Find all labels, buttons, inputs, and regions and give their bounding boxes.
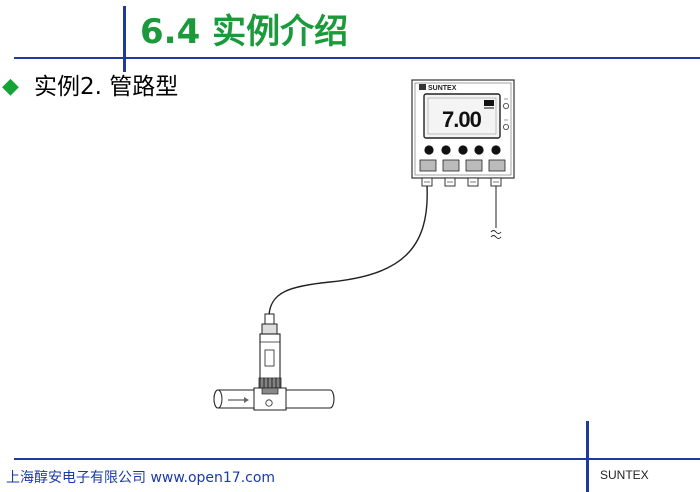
keypad-button-4[interactable] (474, 145, 484, 155)
footer-horizontal-rule (14, 458, 700, 460)
example-subtitle: 实例2. 管路型 (34, 74, 179, 100)
terminal-block-3 (465, 159, 483, 172)
power-cable (490, 186, 502, 239)
flow-arrowhead-icon (244, 397, 249, 403)
pipe-open-end (213, 389, 223, 409)
page-title: 6.4 实例介绍 (140, 12, 349, 52)
display-unit-mark (484, 100, 494, 109)
header-horizontal-rule (14, 57, 700, 59)
pipe-assembly (213, 387, 335, 411)
lcd-inner-frame (427, 97, 497, 135)
cable-glands (421, 177, 502, 187)
controller-bezel (414, 82, 512, 176)
header-vertical-rule (123, 6, 126, 72)
brand-logo-icon (419, 84, 426, 90)
lcd-display (423, 93, 501, 139)
electrode-sensor (258, 313, 282, 389)
company-footer: 上海醇安电子有限公司 www.open17.com (6, 470, 276, 486)
keypad-button-2[interactable] (441, 145, 451, 155)
terminal-block-2 (442, 159, 460, 172)
terminal-block-1 (419, 159, 437, 172)
controller-brand: SUNTEX (428, 85, 457, 92)
diamond-bullet-icon: ◆ (2, 74, 19, 99)
controller-unit: SUNTEX 7.00 (411, 79, 515, 187)
indicator-led-2 (502, 124, 509, 131)
indicator-led-1 (502, 103, 509, 110)
tee-fitting (261, 387, 279, 395)
brand-footer: SUNTEX (600, 468, 649, 482)
display-reading: 7.00 (442, 107, 482, 132)
keypad-button-3[interactable] (458, 145, 468, 155)
keypad-button-1[interactable] (424, 145, 434, 155)
terminal-block-4 (488, 159, 506, 172)
keypad-button-5[interactable] (491, 145, 501, 155)
tee-bolt (265, 399, 273, 407)
sensor-cable (268, 185, 428, 317)
footer-vertical-rule (586, 421, 589, 492)
